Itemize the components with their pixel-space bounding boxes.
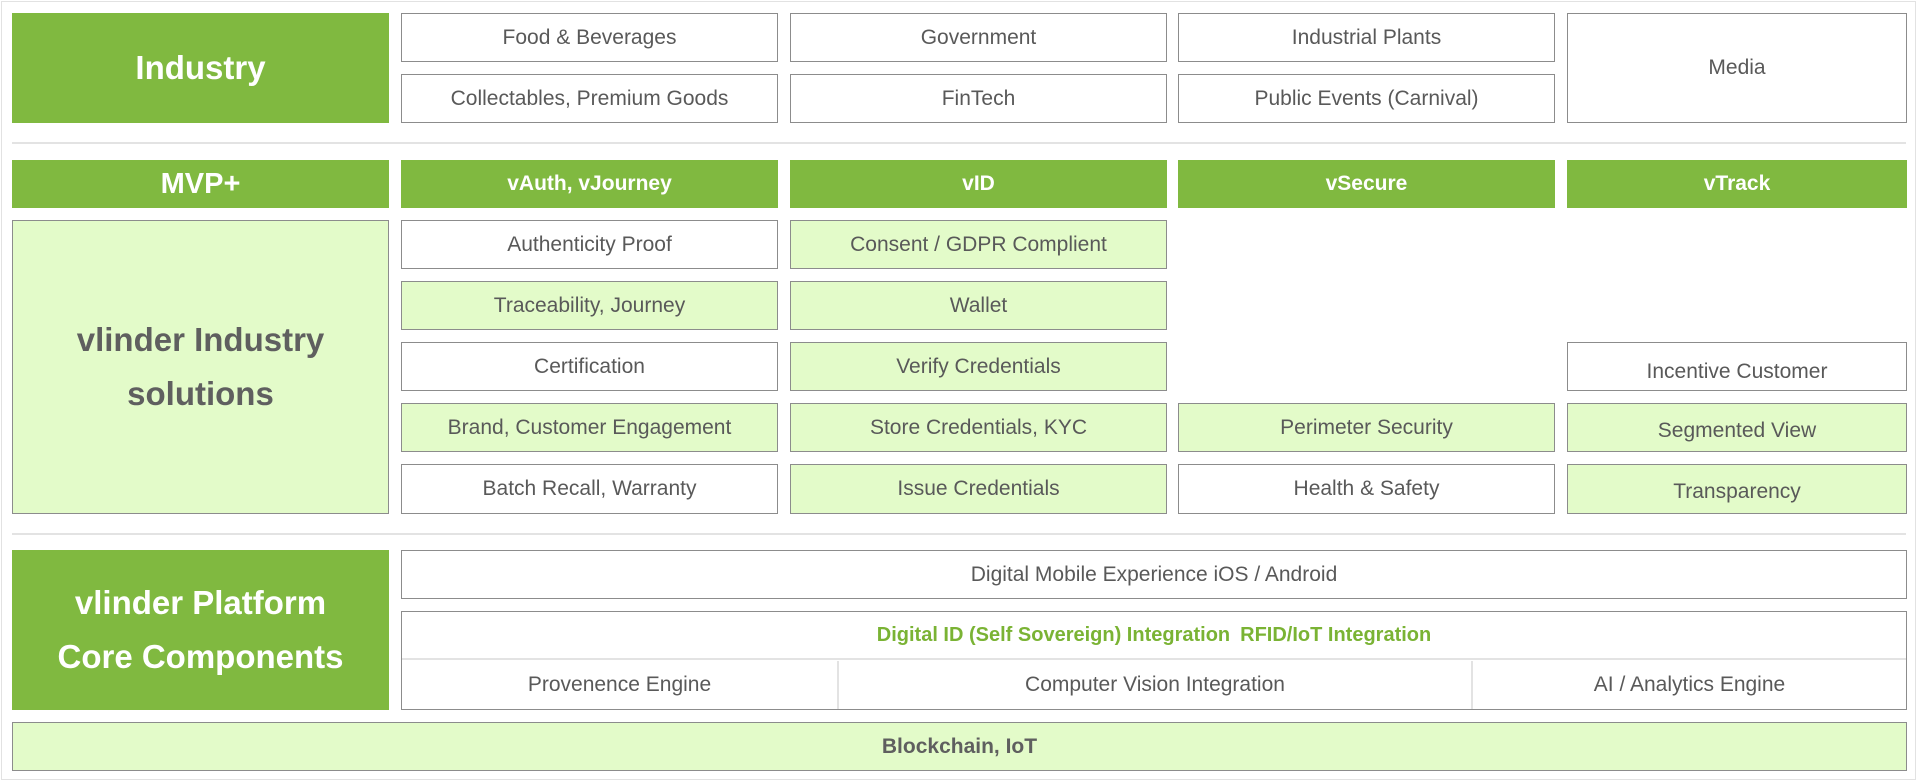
solutions-label: vlinder Industry solutions — [12, 220, 389, 514]
separator-top — [12, 142, 1906, 144]
platform-core-components: Digital ID (Self Sovereign) Integration … — [401, 611, 1907, 710]
engine-computer-vision: Computer Vision Integration — [1025, 673, 1285, 696]
industry-industrial-plants: Industrial Plants — [1178, 13, 1555, 62]
engine-divider-1 — [837, 661, 839, 709]
platform-label-line2: Core Components — [57, 638, 344, 675]
industry-public-events: Public Events (Carnival) — [1178, 74, 1555, 123]
integration-rfid-iot: RFID/IoT Integration — [1240, 623, 1432, 646]
column-header-vauth-vjourney: vAuth, vJourney — [401, 160, 778, 208]
vauth-authenticity-proof: Authenticity Proof — [401, 220, 778, 269]
column-header-vsecure: vSecure — [1178, 160, 1555, 208]
vsecure-perimeter-security: Perimeter Security — [1178, 403, 1555, 452]
column-header-vid: vID — [790, 160, 1167, 208]
vid-issue-credentials: Issue Credentials — [790, 464, 1167, 514]
industry-fintech: FinTech — [790, 74, 1167, 123]
column-header-vtrack: vTrack — [1567, 160, 1907, 208]
industry-label: Industry — [12, 13, 389, 123]
vtrack-incentive-customer: Incentive Customer — [1567, 342, 1907, 391]
platform-label-line1: vlinder Platform — [74, 584, 327, 621]
engine-divider-2 — [1471, 661, 1473, 709]
vauth-batch-recall: Batch Recall, Warranty — [401, 464, 778, 514]
engine-provenence: Provenence Engine — [527, 673, 712, 696]
vid-verify-credentials: Verify Credentials — [790, 342, 1167, 391]
vsecure-health-safety: Health & Safety — [1178, 464, 1555, 514]
vtrack-segmented-view: Segmented View — [1567, 403, 1907, 452]
integration-digital-id: Digital ID (Self Sovereign) Integration — [876, 623, 1231, 646]
vid-wallet: Wallet — [790, 281, 1167, 330]
vauth-certification: Certification — [401, 342, 778, 391]
platform-mobile-experience: Digital Mobile Experience iOS / Android — [401, 550, 1907, 599]
engine-ai-analytics: AI / Analytics Engine — [1593, 673, 1786, 696]
solutions-label-line2: solutions — [127, 375, 274, 412]
vauth-brand-engagement: Brand, Customer Engagement — [401, 403, 778, 452]
platform-integrations: Digital ID (Self Sovereign) Integration … — [402, 612, 1906, 660]
vtrack-transparency: Transparency — [1567, 464, 1907, 514]
industry-government: Government — [790, 13, 1167, 62]
base-blockchain-iot: Blockchain, IoT — [12, 722, 1907, 771]
mvp-label: MVP+ — [12, 160, 389, 208]
vid-consent-gdpr: Consent / GDPR Complient — [790, 220, 1167, 269]
vid-store-credentials: Store Credentials, KYC — [790, 403, 1167, 452]
platform-label: vlinder Platform Core Components — [12, 550, 389, 710]
vauth-traceability-journey: Traceability, Journey — [401, 281, 778, 330]
solutions-label-line1: vlinder Industry — [76, 321, 325, 358]
industry-food-beverages: Food & Beverages — [401, 13, 778, 62]
industry-collectables: Collectables, Premium Goods — [401, 74, 778, 123]
industry-media: Media — [1567, 13, 1907, 123]
separator-bottom — [12, 533, 1906, 535]
